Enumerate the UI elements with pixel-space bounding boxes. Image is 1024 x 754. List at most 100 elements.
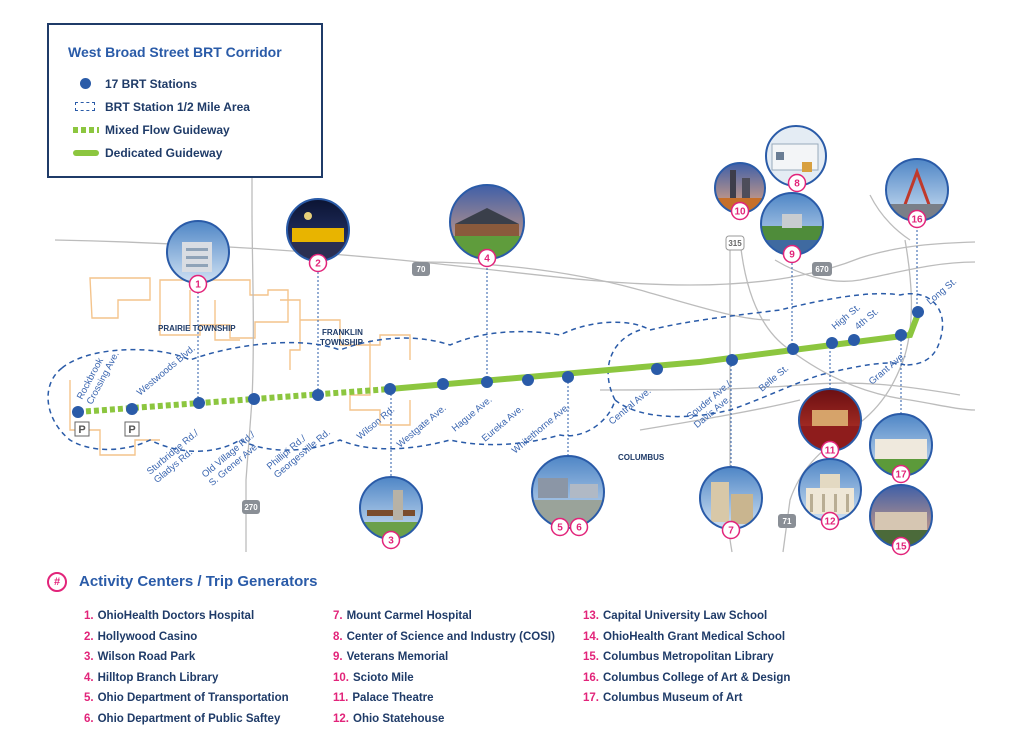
station-label: Sturbridge Rd./Gladys Rd. [145, 428, 208, 486]
station-dot [437, 378, 449, 390]
number-badge [550, 517, 570, 537]
activity-center-item: 14.OhioHealth Grant Medical School [583, 631, 843, 652]
station-dot [562, 371, 574, 383]
activity-center-item: 8.Center of Science and Industry (COSI) [333, 631, 593, 652]
interstate-270-shield: 270 [242, 500, 260, 514]
location-photo [287, 199, 349, 261]
station-label: Westwoods Blvd. [135, 343, 198, 398]
location-photo [450, 185, 524, 259]
legend-label: BRT Station 1/2 Mile Area [105, 100, 250, 114]
station-dot [826, 337, 838, 349]
number-badge [891, 536, 911, 556]
photo-number: 6 [576, 523, 582, 534]
station-label: Phillipi Rd./Georgesville Rd. [265, 419, 333, 481]
station-label: Old Village Rd./S. Grener Ave. [200, 429, 265, 488]
station-label: Central Ave. [607, 386, 654, 428]
number-badge [782, 244, 802, 264]
photo-number: 2 [315, 259, 321, 270]
activity-center-name: Center of Science and Industry (COSI) [346, 630, 555, 643]
activity-center-name: OhioHealth Doctors Hospital [97, 610, 255, 622]
highway-shields: 70 315 670 270 71 [242, 235, 832, 528]
shield-315-text: 315 [728, 239, 742, 248]
activity-center-name: Veterans Memorial [346, 651, 449, 664]
number-badge [381, 530, 401, 550]
photo-marker-4: 4 [449, 184, 525, 382]
activity-center-name: Ohio Department of Transportation [97, 692, 289, 705]
station-dot [72, 406, 84, 418]
photo-number: 11 [825, 446, 836, 457]
activity-center-number: 17. [583, 692, 599, 705]
us-315-shield: 315 [725, 235, 745, 251]
station-dot-icon [80, 78, 91, 89]
activity-center-number: 11. [333, 692, 349, 705]
activity-center-number: 16. [583, 671, 599, 684]
legend-title: West Broad Street BRT Corridor [68, 44, 282, 60]
dashed-area-icon [75, 102, 95, 111]
solid-green-line-icon [73, 150, 99, 156]
location-photo [766, 126, 826, 186]
half-mile-areas [47, 292, 944, 452]
photo-marker-12: 12 [798, 458, 862, 531]
legend-label: Dedicated Guideway [105, 146, 223, 160]
activity-center-item: 17. Columbus Museum of Art [583, 692, 843, 713]
number-badge [907, 209, 927, 229]
photo-marker-17: 17 [869, 336, 933, 484]
township-boundaries [69, 277, 411, 456]
activity-center-number: 1. [84, 610, 94, 622]
station-dot [193, 397, 205, 409]
station-dot [126, 403, 138, 415]
activity-center-item: 11.Palace Theatre [333, 692, 593, 713]
photo-marker-10: 10 [714, 162, 766, 221]
station-label: Grant Ave. [867, 350, 908, 387]
number-badge [787, 173, 807, 193]
activity-center-name: OhioHealth Grant Medical School [603, 630, 786, 643]
mixed-flow-guideway [77, 386, 391, 415]
parking-icon-1: P [74, 421, 90, 437]
svg-text:P: P [78, 424, 85, 436]
station-label: Souder Ave./Davis Ave. [685, 379, 741, 431]
location-photo [700, 467, 762, 529]
station-label: Long St. [925, 276, 959, 307]
activity-center-item: 10.Scioto Mile [333, 672, 593, 693]
photo-marker-6: 6 [569, 517, 589, 537]
photo-marker-5: 5 [531, 378, 605, 537]
svg-text:P: P [128, 424, 135, 436]
photo-marker-3: 3 [359, 390, 423, 550]
dedicated-guideway [387, 311, 921, 392]
activity-center-number: 2. [84, 630, 94, 643]
number-badge [188, 274, 208, 294]
photo-number: 17 [895, 470, 907, 481]
activity-center-name: Mount Carmel Hospital [346, 610, 472, 622]
activity-center-number: 6. [84, 712, 94, 725]
activity-center-item: 4.Hilltop Branch Library [84, 672, 344, 693]
prairie-township-label: PRAIRIE TOWNSHIP [158, 324, 236, 333]
location-photo [799, 459, 861, 521]
activity-center-name: Columbus Museum of Art [603, 692, 743, 705]
photo-number: 9 [789, 250, 795, 261]
photo-marker-2: 2 [286, 198, 350, 394]
activity-center-item: 2.Hollywood Casino [84, 631, 344, 652]
station-dot [726, 354, 738, 366]
station-dot [384, 383, 396, 395]
parking-icons: P P [74, 421, 140, 437]
number-badge-icon: # [47, 572, 67, 592]
activity-center-number: 10. [333, 671, 349, 684]
station-dot [848, 334, 860, 346]
station-dot [787, 343, 799, 355]
station-dot [481, 376, 493, 388]
area-labels: PRAIRIE TOWNSHIP FRANKLIN TOWNSHIP COLUM… [158, 324, 665, 462]
location-photo [167, 221, 229, 283]
shield-70-text: 70 [417, 265, 426, 274]
brt-stations [72, 306, 924, 418]
activity-center-number: 15. [583, 651, 599, 664]
photo-marker-15: 15 [869, 484, 933, 556]
photo-number: 16 [911, 215, 923, 226]
activity-center-number: 4. [84, 671, 94, 684]
photo-number: 4 [484, 254, 490, 265]
station-dot [248, 393, 260, 405]
activity-center-item: 13.Capital University Law School [583, 610, 843, 631]
corridor-map: 70 315 670 270 71 P P PRAIRIE TOWNSHIP F… [47, 125, 976, 556]
activity-center-name: Capital University Law School [603, 610, 768, 622]
number-badge [721, 520, 741, 540]
